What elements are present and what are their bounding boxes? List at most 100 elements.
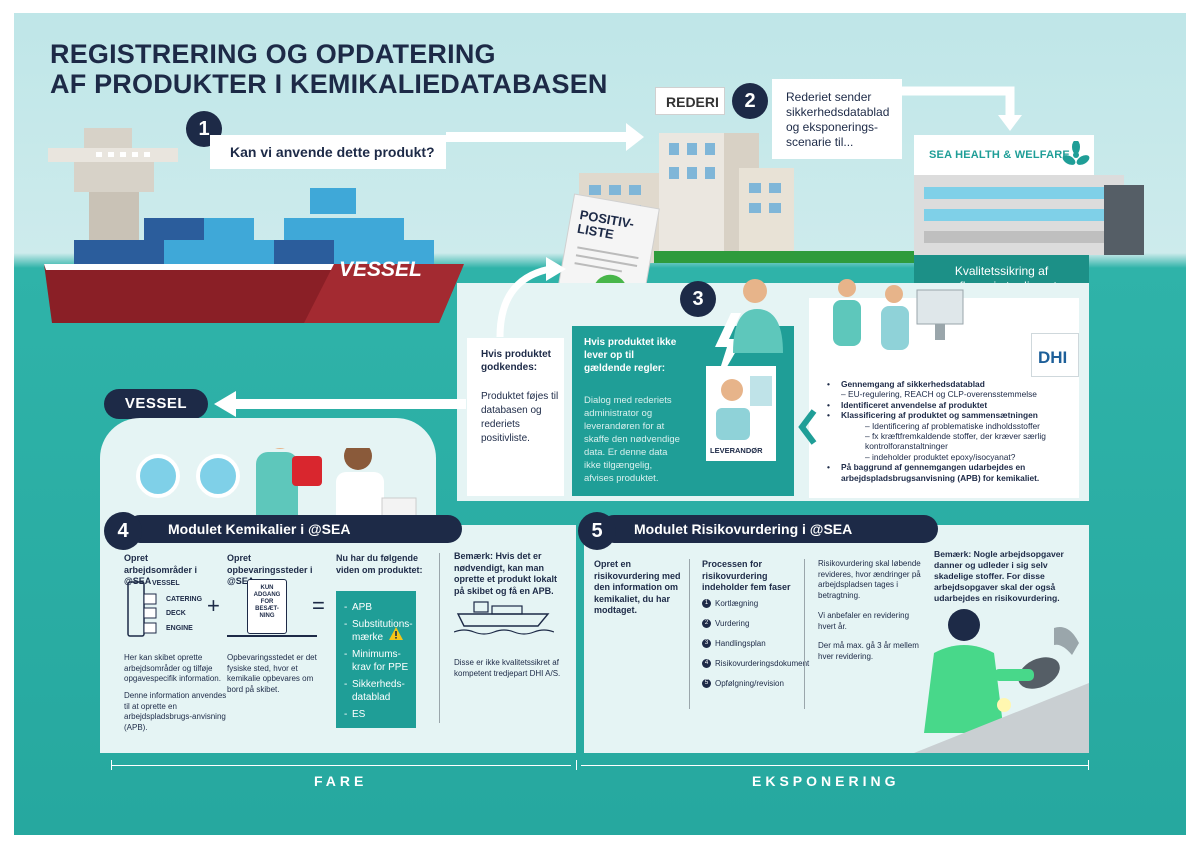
supplier-person-icon xyxy=(716,376,772,440)
dhi-logo: DHI xyxy=(1031,333,1079,377)
rederi-sign: REDERI xyxy=(655,87,725,115)
module-4-note-heading: Bemærk: Hvis det er nødvendigt, kan man … xyxy=(454,551,558,596)
review-list-item: – EU-regulering, REACH og CLP-overensste… xyxy=(841,389,1037,400)
equals-sign: = xyxy=(312,593,325,618)
analysts-illustration xyxy=(833,279,964,350)
axis-tick-middle xyxy=(576,760,577,770)
ship-illustration xyxy=(44,128,464,323)
welder-illustration xyxy=(914,609,1089,753)
knowledge-item: -ES xyxy=(344,708,414,721)
knowledge-item-text: Substitutions-mærke xyxy=(352,619,413,643)
shw-sign: SEA HEALTH & WELFARE xyxy=(914,135,1094,175)
dash-icon: - xyxy=(344,709,348,720)
phase-number-icon: 4 xyxy=(702,659,711,668)
module-4-divider xyxy=(439,553,440,723)
knowledge-item-text: Minimums-krav for PPE xyxy=(352,649,409,673)
bullet-icon: • xyxy=(827,379,830,389)
knowledge-item: -Sikkerheds-datablad xyxy=(344,678,414,704)
crew-illustration xyxy=(136,448,417,528)
review-list-item: • På baggrund af gennemgangen udarbejdes … xyxy=(827,462,1076,483)
dash-icon: - xyxy=(344,649,348,660)
chevron-left-icon xyxy=(798,409,817,445)
step-1-question: Kan vi anvende dette produkt? xyxy=(230,144,435,160)
module-4-title-bar: Modulet Kemikalier i @SEA xyxy=(126,515,462,543)
phase-item-text: Vurdering xyxy=(715,619,750,628)
dash-icon: - xyxy=(344,679,348,690)
storage-cabinet-icon: KUN ADGANG FOR BESÆT-NING xyxy=(247,579,287,634)
review-list-item-text: Identificeret anvendelse af produktet xyxy=(841,399,988,410)
module-4-col3-heading: Nu har du følgende viden om produktet: xyxy=(336,553,423,575)
module-4-col2-heading: Opret opbevaringssteder i @SEA xyxy=(227,553,313,586)
infographic-canvas: REGISTRERING OG OPDATERING AF PRODUKTER … xyxy=(14,13,1186,835)
axis-label-fare: FARE xyxy=(314,773,368,789)
phase-number-icon: 2 xyxy=(702,619,711,628)
module-5-title-bar: Modulet Risikovurdering i @SEA xyxy=(600,515,938,543)
phase-number-icon: 1 xyxy=(702,599,711,608)
crew-scene xyxy=(100,418,436,528)
arrow-to-rederi-icon xyxy=(446,123,644,151)
review-list-item-text: På baggrund af gennemgangen udarbejdes e… xyxy=(841,462,1040,483)
review-panel: DHI • Gennemgang af sikkerhedsdatablad– E… xyxy=(809,279,1079,498)
review-list-item-text: Gennemgang af sikkerhedsdatablad xyxy=(841,379,985,389)
review-list-item: – indeholder produktet epoxy/isocyanat? xyxy=(865,451,1016,462)
module-5-col1-heading: Opret en risikovurdering med den informa… xyxy=(594,559,681,615)
phase-number-icon: 5 xyxy=(702,679,711,688)
approved-box: Hvis produktet godkendes: Produktet føje… xyxy=(467,338,564,496)
module-5-col3-text3: Der må max. gå 3 år mellem hver revideri… xyxy=(818,641,919,661)
folder-tree-icon xyxy=(127,581,157,637)
phase-item-text: Handlingsplan xyxy=(715,639,766,648)
review-list: • Gennemgang af sikkerhedsdatablad– EU-re… xyxy=(827,379,1076,483)
curved-arrow-to-positivliste-icon xyxy=(496,257,566,338)
module-5-panel xyxy=(584,525,1089,753)
phase-item: 5 Opfølgning/revision xyxy=(702,679,822,688)
module-4-title: Modulet Kemikalier i @SEA xyxy=(168,521,351,537)
review-list-item: •Klassificering af produktet og sammensæ… xyxy=(827,410,1076,421)
module-5-divider-2 xyxy=(804,559,805,709)
module-5-col3-text1: Risikovurdering skal løbende revideres, … xyxy=(818,559,921,600)
review-list-item: – Identificering af problematiske indhol… xyxy=(865,420,1040,431)
step-2-text: Rederiet sender sikkerhedsdatablad og ek… xyxy=(786,90,890,149)
step-1-badge: 1 xyxy=(186,111,222,147)
workarea-tree: VESSEL CATERING DECK ENGINE xyxy=(124,580,214,640)
arrow-to-shw-icon xyxy=(902,86,1022,131)
bullet-icon: • xyxy=(827,462,830,473)
vessel-tag: VESSEL xyxy=(104,389,208,419)
step-3-badge: 3 xyxy=(680,281,716,317)
shw-building xyxy=(914,175,1144,255)
bullet-icon: • xyxy=(827,399,830,410)
shelf-line xyxy=(227,635,317,637)
module-4-col1-text1: Her kan skibet oprette arbejdsområder og… xyxy=(124,653,221,683)
review-list-item: – fx kræftfremkaldende stoffer, der kræv… xyxy=(865,431,1046,452)
rejected-box: Hvis produktet ikke lever op til gældend… xyxy=(572,326,684,496)
dash-icon: - xyxy=(344,619,348,630)
supplier-panel: LEVERANDØR xyxy=(684,326,794,496)
phase-item: 1 Kortlægning xyxy=(702,599,822,608)
title-line-2: AF PRODUKTER I KEMIKALIEDATABASEN xyxy=(50,69,608,99)
administrator-person-icon xyxy=(733,279,783,353)
axis-line-right xyxy=(581,765,1089,766)
shw-logo-icon xyxy=(1062,141,1090,165)
axis-tick-start xyxy=(111,760,112,770)
phase-item-text: Kortlægning xyxy=(715,599,759,608)
supplier-label: LEVERANDØR xyxy=(710,446,763,455)
module-4-col2-text: Opbevaringsstedet er det fysiske sted, h… xyxy=(227,653,317,694)
module-4-badge: 4 xyxy=(104,512,142,550)
module-5-col2-heading: Processen for risikovurdering indeholder… xyxy=(702,559,791,592)
module-5-note: Bemærk: Nogle arbejdsopgaver danner og u… xyxy=(934,549,1064,603)
title-line-1: REGISTRERING OG OPDATERING xyxy=(50,39,496,69)
step-2-badge: 2 xyxy=(732,83,768,119)
arrow-to-vessel-icon xyxy=(214,391,466,417)
axis-label-eksponering: EKSPONERING xyxy=(752,773,900,789)
module-5-badge: 5 xyxy=(578,512,616,550)
axis-tick-end xyxy=(1088,760,1089,770)
knowledge-item-text: Sikkerheds-datablad xyxy=(352,679,405,703)
review-list-item-text: Klassificering af produktet og sammensæt… xyxy=(841,410,1038,421)
supplier-card: LEVERANDØR xyxy=(706,366,776,461)
module-5-title: Modulet Risikovurdering i @SEA xyxy=(634,521,853,537)
phase-item-text: Opfølgning/revision xyxy=(715,679,784,688)
module-5-divider-1 xyxy=(689,559,690,709)
ship-name-label: VESSEL xyxy=(339,258,422,281)
knowledge-item-text: APB xyxy=(352,602,373,613)
